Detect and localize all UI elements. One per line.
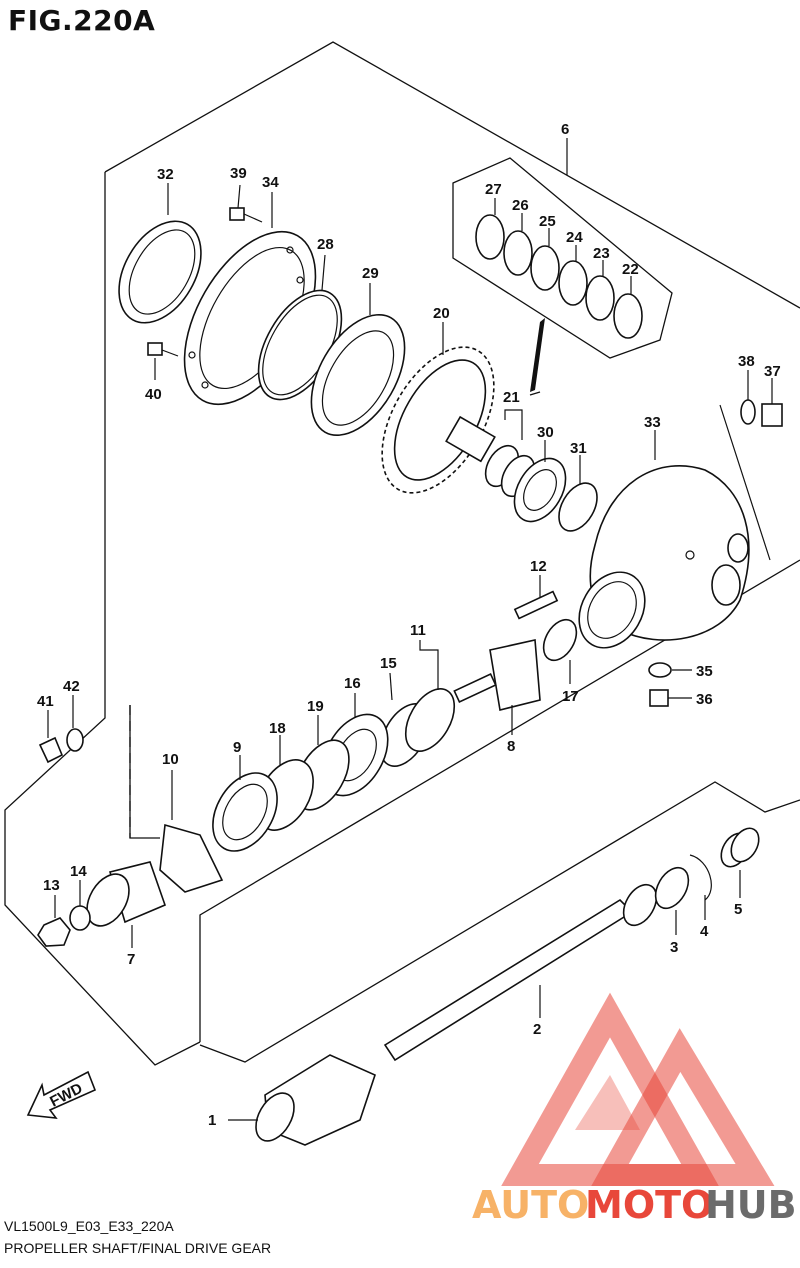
- outline-inner-step: [129, 705, 160, 839]
- bearing-retainer-9: [212, 755, 278, 852]
- shims-11-15: [379, 640, 456, 767]
- plug-36: [649, 689, 692, 707]
- outline-top: [104, 41, 800, 309]
- callout-24: 24: [566, 229, 583, 246]
- oil-seal-32: [118, 183, 202, 324]
- oil-seal-3: [654, 866, 690, 935]
- callout-22: 22: [622, 261, 639, 278]
- shim-group-box: [452, 157, 673, 359]
- pinion-gear-8: [453, 639, 541, 735]
- callout-16: 16: [344, 675, 361, 692]
- bolt-39: [229, 184, 263, 223]
- universal-joint-1: [228, 1054, 376, 1146]
- callout-17: 17: [562, 688, 579, 705]
- callout-42: 42: [63, 678, 80, 695]
- callout-labels: 1 2 3 4 5 6 7 8 9 10 11 12 13 14 15 16 1…: [37, 121, 781, 1129]
- outline-left: [4, 172, 201, 1066]
- gasket-38: [740, 370, 756, 425]
- nut-13: [37, 895, 71, 947]
- callout-38: 38: [738, 353, 755, 370]
- plug-37: [761, 378, 783, 427]
- callout-26: 26: [512, 197, 529, 214]
- callout-1: 1: [208, 1112, 216, 1129]
- spring-5: [720, 827, 760, 898]
- callout-7: 7: [127, 951, 135, 968]
- watermark-moto: MOTO: [585, 1183, 713, 1227]
- watermark-hub: HUB: [705, 1183, 797, 1227]
- callout-32: 32: [157, 166, 174, 183]
- callout-6: 6: [561, 121, 569, 138]
- callout-25: 25: [539, 213, 556, 230]
- callout-29: 29: [362, 265, 379, 282]
- callout-36: 36: [696, 691, 713, 708]
- callout-28: 28: [317, 236, 334, 253]
- callout-2: 2: [533, 1021, 541, 1038]
- shim-21: [484, 409, 536, 498]
- figure-title: FIG.220A: [8, 4, 156, 37]
- figure-name: PROPELLER SHAFT/FINAL DRIVE GEAR: [4, 1240, 272, 1256]
- callout-21: 21: [503, 389, 520, 406]
- stud-12: [513, 575, 559, 620]
- final-gear-case-33: [578, 404, 771, 649]
- needle-bearing-30: [513, 440, 567, 523]
- bolt-41: [38, 710, 64, 764]
- bolt-40: [147, 342, 179, 380]
- callout-5: 5: [734, 901, 742, 918]
- callout-31: 31: [570, 440, 587, 457]
- callout-13: 13: [43, 877, 60, 894]
- callout-14: 14: [70, 863, 87, 880]
- watermark-text: AUTO MOTO HUB: [472, 1183, 797, 1227]
- callout-34: 34: [262, 174, 279, 191]
- bearing-29: [310, 283, 406, 437]
- callout-3: 3: [670, 939, 678, 956]
- callout-27: 27: [485, 181, 502, 198]
- shim-pointer: [530, 318, 545, 392]
- ring-gear-20: [381, 322, 496, 494]
- callout-20: 20: [433, 305, 450, 322]
- callout-39: 39: [230, 165, 247, 182]
- callout-10: 10: [162, 751, 179, 768]
- shim-set-22-27: [475, 198, 643, 339]
- propeller-shaft-2: [383, 883, 658, 1062]
- fwd-arrow-icon: FWD: [26, 1070, 97, 1119]
- callout-18: 18: [269, 720, 286, 737]
- washer-14: [69, 880, 91, 931]
- figure-code: VL1500L9_E03_E33_220A: [4, 1218, 174, 1234]
- callout-23: 23: [593, 245, 610, 262]
- callout-19: 19: [307, 698, 324, 715]
- callout-15: 15: [380, 655, 397, 672]
- bearing-17: [542, 618, 578, 684]
- callout-9: 9: [233, 739, 241, 756]
- callout-8: 8: [507, 738, 515, 755]
- gasket-10: [159, 770, 224, 893]
- ring-31: [558, 455, 598, 532]
- callout-35: 35: [696, 663, 713, 680]
- callout-33: 33: [644, 414, 661, 431]
- callout-37: 37: [764, 363, 781, 380]
- bearing-7: [86, 861, 167, 948]
- callout-4: 4: [700, 923, 709, 940]
- outline-bottom: [199, 781, 800, 1063]
- watermark-logo: [501, 992, 775, 1186]
- callout-41: 41: [37, 693, 54, 710]
- callout-11: 11: [410, 622, 426, 639]
- washer-42: [66, 695, 84, 752]
- callout-40: 40: [145, 386, 162, 403]
- outline-diagonal: [199, 559, 800, 1042]
- callout-12: 12: [530, 558, 547, 575]
- watermark-auto: AUTO: [472, 1183, 589, 1227]
- circlip-4: [689, 854, 712, 920]
- gasket-35: [648, 662, 692, 678]
- callout-30: 30: [537, 424, 554, 441]
